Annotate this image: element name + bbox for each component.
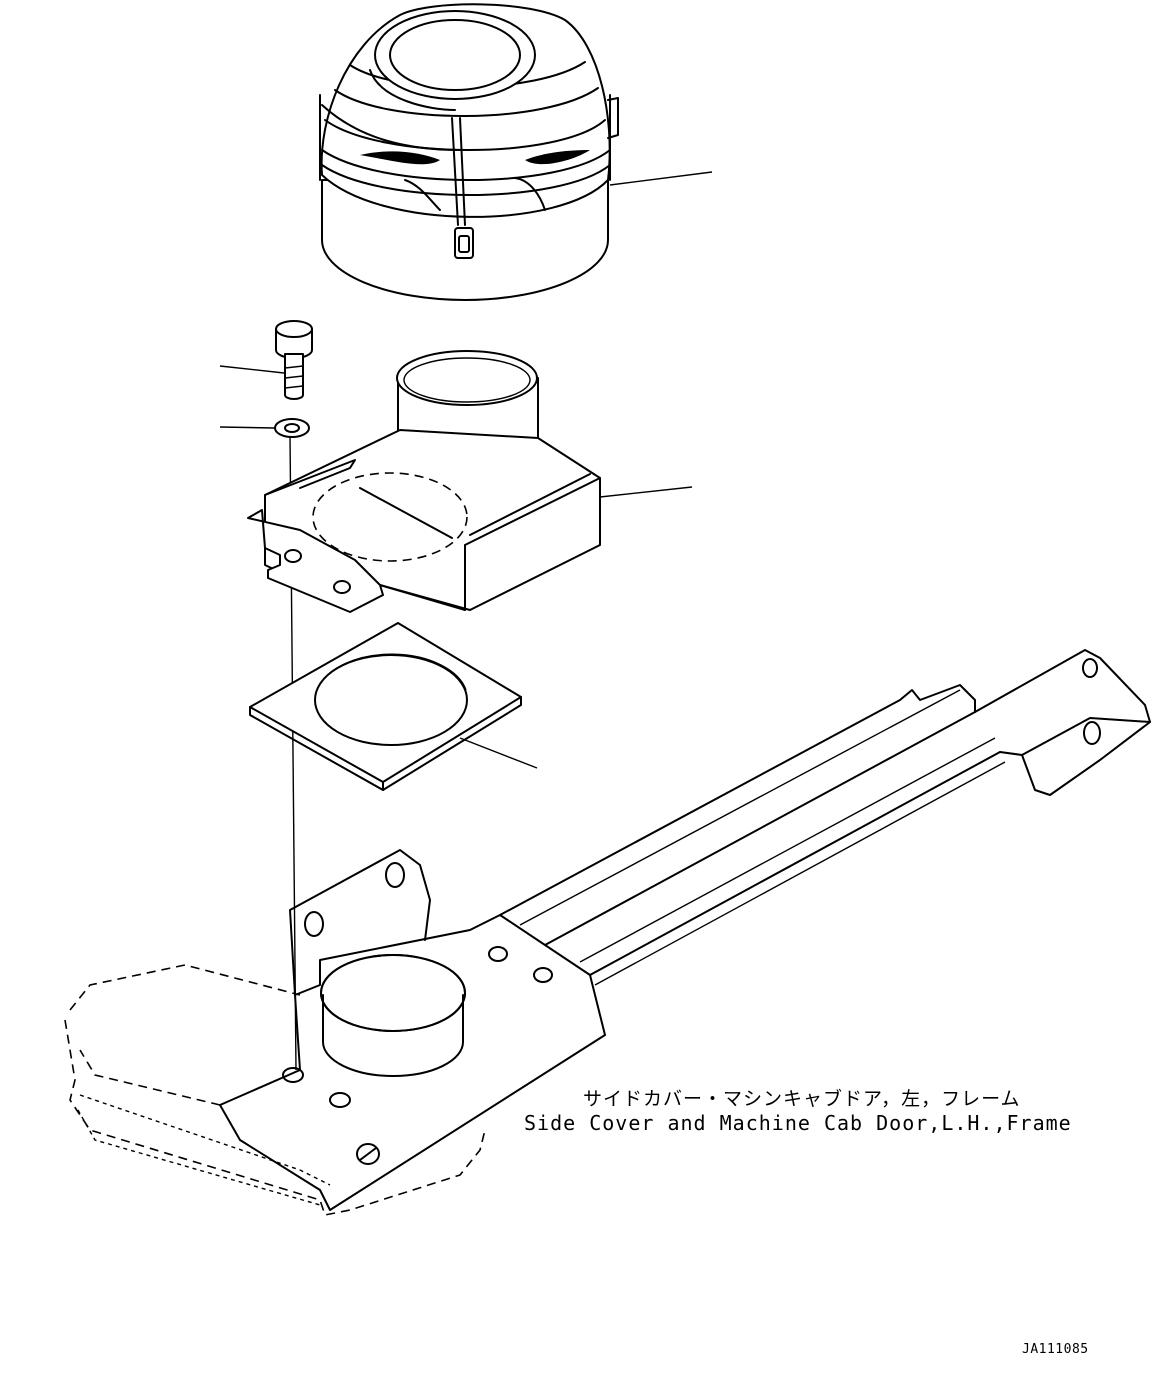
cap-dome-icon — [319, 3, 619, 301]
washer-icon — [274, 418, 310, 438]
leader-washer — [219, 426, 276, 429]
caption-english: Side Cover and Machine Cab Door,L.H.,Fra… — [524, 1111, 1072, 1135]
drawing-code: JA111085 — [1022, 1342, 1089, 1357]
leader-cap — [609, 171, 713, 186]
gasket-plate-icon — [249, 622, 522, 791]
frame-beam-icon — [64, 649, 1151, 1216]
leader-bracket — [599, 486, 693, 498]
caption-japanese: サイドカバー・マシンキャブドア，左，フレーム — [583, 1088, 1021, 1110]
leader-gasket — [459, 737, 538, 769]
leader-bolt — [219, 365, 285, 374]
bolt-icon — [275, 320, 313, 400]
bracket-duct-icon — [247, 350, 601, 613]
